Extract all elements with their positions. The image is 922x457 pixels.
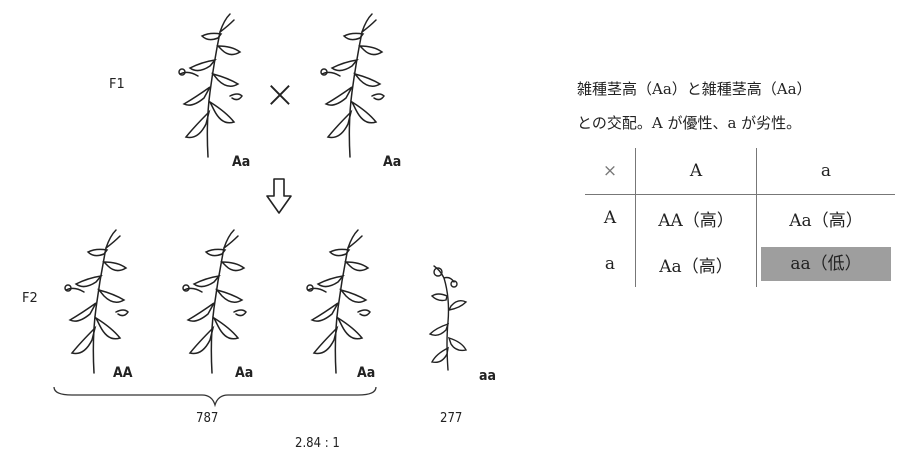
punnett-cell: Aa（高） (635, 241, 757, 287)
recessive-highlight: aa（低） (761, 247, 891, 281)
punnett-square: × A a A AA（高） Aa（高） a Aa（高） aa（低） (585, 148, 895, 287)
punnett-header-row: × A a (585, 148, 895, 195)
punnett-corner: × (585, 148, 636, 195)
plant-icon (428, 265, 468, 371)
ratio: 2.84 : 1 (295, 436, 340, 451)
f1-label: F1 (109, 77, 125, 92)
f1-genotype-left: Aa (232, 154, 251, 170)
punnett-row-header: a (604, 254, 616, 274)
plant-icon (64, 229, 129, 374)
plant-icon (320, 13, 385, 158)
f2-genotype-3: Aa (357, 365, 376, 381)
plant-icon (178, 13, 243, 158)
plant-icon (306, 229, 371, 374)
punnett-cell: Aa（高） (756, 194, 895, 241)
punnett-row: a Aa（高） aa（低） (585, 241, 895, 287)
f2-genotype-4: aa (479, 368, 496, 384)
plant-icon (182, 229, 247, 374)
punnett-cell: AA（高） (635, 194, 757, 241)
f2-genotype-2: Aa (235, 365, 254, 381)
f2-label: F2 (22, 291, 38, 306)
punnett-col-header: A (635, 148, 757, 195)
description: 雑種茎高（Aa）と雑種茎高（Aa） との交配。A が優性、a が劣性。 (577, 72, 812, 140)
f1-genotype-right: Aa (383, 154, 402, 170)
cross-symbol: × (264, 72, 296, 116)
brace-icon (53, 386, 377, 408)
description-line-1: 雑種茎高（Aa）と雑種茎高（Aa） (577, 80, 812, 98)
f2-genotype-1: AA (113, 365, 133, 381)
count-dominant: 787 (196, 411, 219, 426)
punnett-row-header: A (603, 208, 617, 228)
description-line-2: との交配。A が優性、a が劣性。 (577, 114, 802, 132)
punnett-col-header: a (756, 148, 895, 195)
punnett-cell-recessive: aa（低） (756, 241, 895, 287)
down-arrow-icon (266, 178, 292, 214)
punnett-row: A AA（高） Aa（高） (585, 194, 895, 241)
count-recessive: 277 (440, 411, 463, 426)
